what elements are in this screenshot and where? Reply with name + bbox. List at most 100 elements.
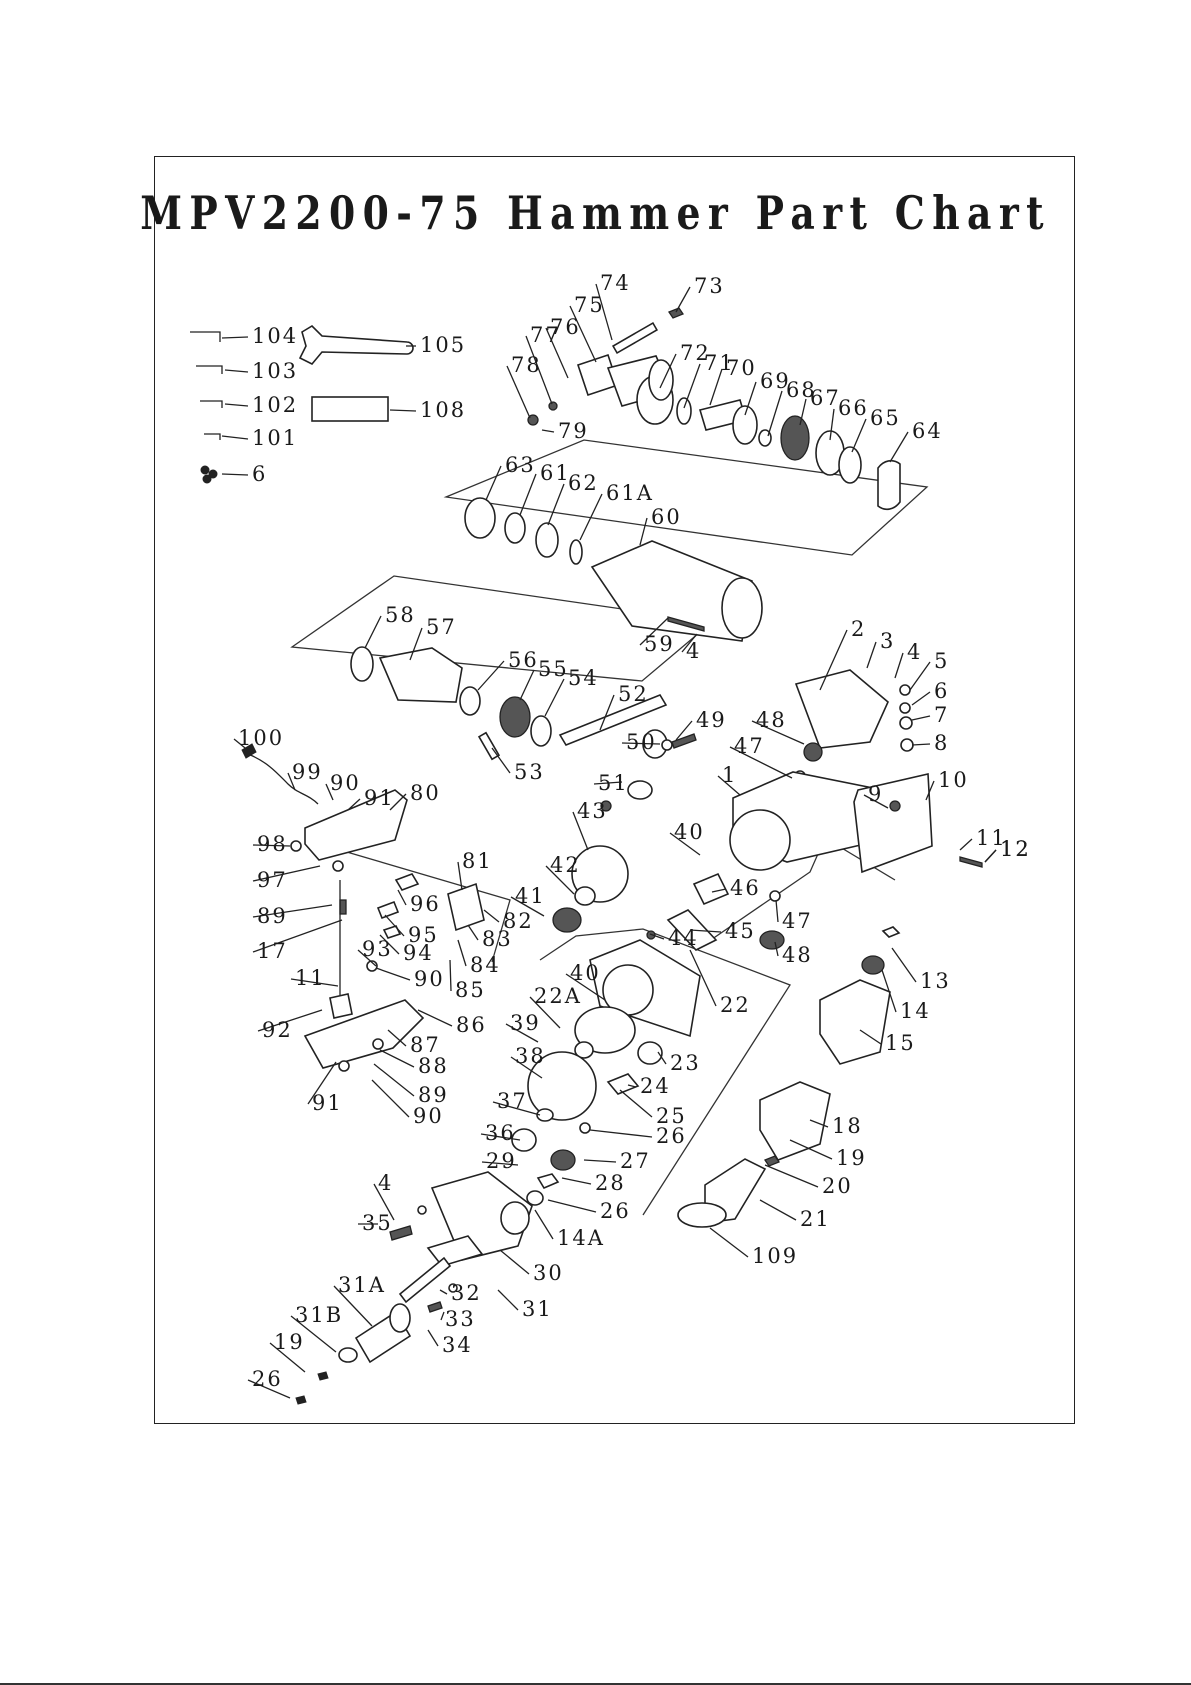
part-number-label: 71: [704, 351, 735, 375]
leader-line: [449, 959, 452, 992]
leader-line: [467, 924, 479, 941]
leader-line: [891, 947, 917, 983]
leader-line: [799, 398, 807, 426]
leader-line: [709, 1227, 749, 1258]
leader-line: [491, 747, 511, 774]
part-number-label: 49: [696, 708, 727, 732]
part-number-label: 94: [403, 941, 434, 965]
leader-line: [709, 368, 723, 406]
part-number-label: 1: [722, 763, 737, 787]
chuck-assembly: [527, 307, 901, 511]
leader-line: [547, 483, 565, 526]
part-number-label: 21: [800, 1207, 831, 1231]
part-number-label: 4: [686, 639, 701, 663]
part-number-label: 83: [482, 927, 513, 951]
part-number-label: 80: [410, 781, 441, 805]
leader-line: [751, 720, 805, 745]
leader-line: [689, 949, 717, 1007]
barrel-parts: [464, 497, 763, 642]
part-number-label: 69: [760, 369, 791, 393]
leader-line: [510, 1056, 543, 1079]
part-number-label: 60: [651, 505, 682, 529]
part-number-label: 30: [533, 1261, 564, 1285]
part-number-label: 40: [674, 820, 705, 844]
leader-line: [483, 909, 500, 923]
leader-line: [221, 435, 249, 440]
part-number-label: 11: [976, 826, 1007, 850]
part-number-label: 63: [505, 453, 536, 477]
leader-line: [621, 742, 661, 745]
part-number-label: 46: [730, 876, 761, 900]
chart-title: MPV2200-75 Hammer Part Chart: [140, 186, 1051, 240]
leader-line: [307, 1061, 337, 1105]
part-number-label: 81: [462, 849, 493, 873]
leader-line: [427, 1329, 439, 1347]
leader-line: [457, 861, 463, 891]
part-number-label: 4: [907, 640, 922, 664]
part-number-label: 86: [456, 1013, 487, 1037]
part-number-label: 35: [362, 1211, 393, 1235]
part-number-label: 66: [838, 396, 869, 420]
leader-line: [619, 1089, 653, 1118]
part-number-label: 103: [252, 359, 298, 383]
leader-line: [589, 1129, 653, 1138]
leader-line: [233, 738, 251, 753]
part-number-label: 90: [414, 967, 445, 991]
leader-line: [499, 1249, 530, 1275]
leader-line: [252, 919, 343, 953]
part-number-label: 91: [364, 786, 395, 810]
part-number-label: 14A: [557, 1226, 605, 1250]
leader-line: [829, 408, 835, 441]
part-number-label: 78: [511, 353, 542, 377]
part-number-label: 85: [455, 978, 486, 1002]
leader-line: [959, 838, 973, 851]
part-number-label: 99: [292, 760, 323, 784]
leader-line: [909, 661, 931, 691]
leader-line: [257, 1009, 323, 1032]
part-number-label: 67: [810, 386, 841, 410]
leader-line: [541, 429, 555, 433]
leader-line: [417, 1009, 453, 1027]
leader-line: [252, 844, 291, 847]
part-number-label: 22A: [534, 984, 582, 1008]
part-number-label: 70: [726, 356, 757, 380]
leader-line: [639, 517, 648, 546]
leader-line: [911, 715, 931, 721]
part-number-label: 41: [515, 884, 546, 908]
part-number-label: 90: [330, 771, 361, 795]
leader-line: [866, 641, 877, 669]
leader-line: [569, 305, 597, 363]
leader-line: [534, 1209, 554, 1240]
part-number-label: 62: [568, 471, 599, 495]
leader-line: [529, 996, 561, 1029]
leader-line: [519, 473, 537, 516]
part-number-label: 14: [900, 999, 931, 1023]
part-number-label: 40: [570, 961, 601, 985]
leader-line: [224, 369, 249, 373]
part-number-label: 54: [568, 666, 599, 690]
leader-line: [565, 973, 606, 1001]
part-number-label: 11: [295, 966, 326, 990]
leader-line: [774, 941, 779, 957]
part-number-label: 5: [934, 649, 949, 673]
part-number-label: 89: [257, 904, 288, 928]
part-number-label: 19: [836, 1146, 867, 1170]
chart-frame: [154, 156, 1075, 1424]
leader-line: [389, 409, 417, 412]
leader-line: [859, 1029, 882, 1045]
handle-group-box: [339, 849, 511, 963]
leader-line: [287, 772, 296, 791]
leader-line: [911, 691, 931, 706]
leader-line: [744, 381, 757, 416]
barrel-group-box: [443, 439, 929, 556]
leader-line: [729, 746, 793, 779]
part-number-label: 108: [420, 398, 466, 422]
part-number-label: 33: [445, 1307, 476, 1331]
part-number-label: 38: [515, 1044, 546, 1068]
leader-line: [371, 1079, 410, 1118]
part-number-label: 26: [600, 1199, 631, 1223]
part-number-label: 26: [252, 1367, 283, 1391]
part-number-label: 43: [577, 799, 608, 823]
leader-line: [881, 969, 897, 1013]
